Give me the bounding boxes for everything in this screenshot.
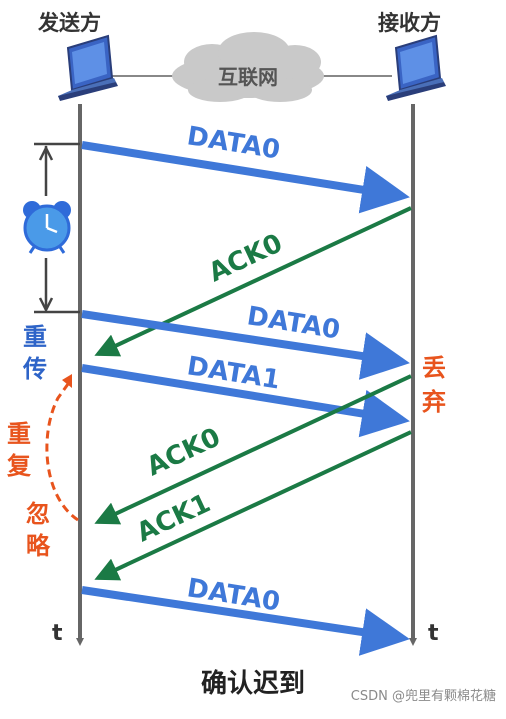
discard-note-char-1: 丢 — [422, 354, 446, 382]
receiver-laptop-icon — [386, 34, 446, 101]
caption: 确认迟到 — [201, 668, 305, 699]
alarm-clock-icon — [23, 201, 71, 254]
duplicate-note-char-3: 忽 — [26, 500, 50, 528]
watermark: CSDN @兜里有颗棉花糖 — [351, 688, 496, 704]
discard-note-char-2: 弃 — [422, 388, 446, 416]
message-label-data0-first: DATA0 — [185, 121, 282, 165]
duplicate-note-char-2: 复 — [6, 452, 32, 480]
sender-time-label: t — [52, 621, 63, 646]
sender-laptop-icon — [58, 34, 118, 101]
retransmit-note-char-2: 传 — [22, 355, 47, 383]
network-label: 互联网 — [218, 65, 278, 89]
message-arrow-data0-last — [81, 586, 410, 656]
message-arrow-ack1 — [94, 430, 412, 581]
duplicate-ignore-arrowhead — [62, 374, 72, 388]
duplicate-note-char-1: 重 — [7, 420, 31, 448]
duplicate-note-char-4: 略 — [26, 532, 51, 560]
message-label-ack1: ACK1 — [132, 488, 215, 548]
cloud-icon — [172, 32, 324, 102]
message-arrow-data0-first — [81, 141, 410, 214]
retransmit-note-char-1: 重 — [23, 323, 47, 351]
message-label-ack0-second: ACK0 — [142, 422, 225, 482]
timer-bracket — [34, 142, 80, 314]
message-arrow-ack0-second — [94, 374, 412, 525]
message-arrow-data1 — [81, 364, 410, 438]
message-arrow-ack0-first — [94, 206, 412, 357]
message-label-ack0-first: ACK0 — [204, 228, 287, 288]
duplicate-ignore-curve — [45, 383, 79, 522]
receiver-time-label: t — [428, 621, 439, 646]
receiver-label: 接收方 — [378, 11, 441, 35]
message-arrow-data0-retransmit — [81, 310, 410, 380]
sender-label: 发送方 — [37, 11, 101, 35]
